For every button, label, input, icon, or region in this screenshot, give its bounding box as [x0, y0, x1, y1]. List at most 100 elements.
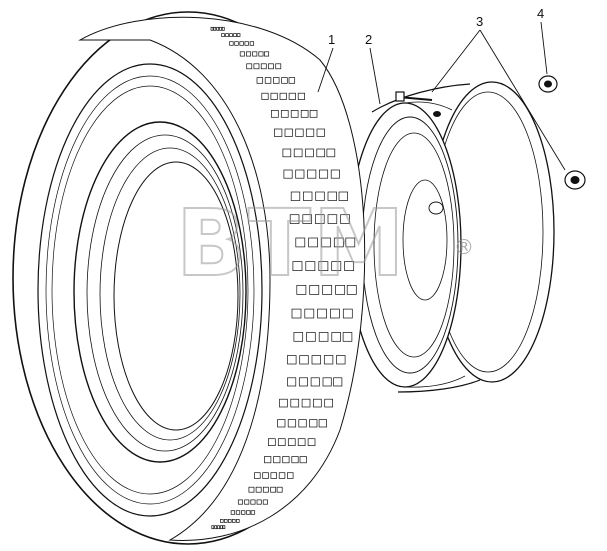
- tread-block: [273, 456, 281, 464]
- tread-block: [290, 191, 301, 201]
- tread-block: [295, 169, 305, 179]
- tread-block: [322, 377, 332, 387]
- tread-block: [246, 63, 253, 70]
- tread-block: [246, 51, 252, 57]
- tread-block: [229, 33, 233, 37]
- tread-block: [254, 472, 261, 479]
- tread-block: [281, 77, 288, 84]
- tread-block: [214, 525, 218, 530]
- tread-block: [287, 355, 297, 365]
- tread-block: [216, 26, 220, 31]
- tread-block: [261, 92, 269, 100]
- tread-block: [220, 525, 223, 530]
- tread-block: [274, 128, 283, 137]
- tread-block: [277, 419, 286, 428]
- tread-block: [262, 472, 269, 479]
- tread-block: [305, 128, 315, 137]
- callout-2: 2: [365, 32, 372, 47]
- tread-block: [315, 191, 325, 201]
- tread-block: [255, 486, 262, 493]
- tread-block: [295, 237, 306, 248]
- tread-block: [250, 510, 256, 515]
- tread-block: [228, 519, 232, 523]
- tread-block: [291, 308, 302, 319]
- tread-block: [288, 77, 296, 84]
- tread-block: [298, 377, 308, 387]
- tread-block: [302, 214, 312, 224]
- tread-block: [316, 148, 326, 158]
- wheel-rim: [348, 81, 555, 393]
- tread-block: [221, 33, 225, 37]
- tread-block: [318, 261, 329, 271]
- tread-block: [283, 169, 293, 179]
- tread-block: [235, 510, 241, 515]
- tread-block: [290, 398, 300, 408]
- tread-block: [224, 519, 228, 523]
- tread-block: [258, 51, 264, 57]
- tread-block: [275, 63, 282, 70]
- callout-3: 3: [476, 14, 483, 29]
- tread-block: [318, 332, 329, 342]
- tread-block: [287, 377, 297, 387]
- tread-block: [342, 308, 353, 319]
- tread-block: [324, 398, 333, 408]
- tread-block: [290, 110, 299, 118]
- tread-block: [313, 398, 322, 408]
- tread-block: [319, 169, 329, 179]
- tread-block: [246, 510, 251, 515]
- tread-block: [282, 148, 292, 158]
- tread-block: [280, 110, 289, 118]
- tread-block: [346, 285, 357, 295]
- tread-block: [335, 285, 346, 295]
- tread-block: [338, 191, 348, 201]
- callout-4: 4: [537, 6, 544, 21]
- tread-block: [292, 261, 303, 271]
- tread-block: [289, 214, 300, 224]
- tread-block: [307, 438, 316, 446]
- tread-block: [296, 285, 307, 295]
- tread-block: [271, 110, 279, 118]
- tread-block: [306, 332, 316, 342]
- tread-block: [270, 486, 277, 493]
- wheel-nut-lower: [564, 170, 586, 190]
- tread-block: [304, 308, 315, 319]
- tread-block: [239, 51, 245, 57]
- tread-block: [323, 355, 334, 365]
- tread-block: [303, 191, 313, 201]
- valve-stem: [395, 91, 433, 102]
- tread-block: [287, 419, 297, 428]
- tread-block: [297, 438, 306, 446]
- tread-block: [315, 214, 325, 224]
- registered-mark: ®: [454, 235, 474, 259]
- tread-block: [317, 308, 327, 319]
- tread-block: [220, 519, 224, 523]
- tread-block: [276, 486, 283, 493]
- tread-block: [273, 77, 280, 84]
- tread-block: [305, 261, 316, 271]
- tread-block: [241, 510, 246, 515]
- tread-block: [264, 51, 270, 57]
- tread-block: [331, 261, 342, 271]
- tread-block: [295, 128, 304, 137]
- tread-block: [256, 499, 262, 505]
- tread-block: [232, 519, 236, 523]
- tread-block: [236, 519, 240, 523]
- tread-block: [330, 169, 340, 179]
- tread-block: [262, 486, 269, 493]
- tread-block: [299, 456, 307, 464]
- tread-block: [270, 92, 278, 100]
- tread-block: [233, 33, 237, 37]
- tread-block: [221, 26, 225, 31]
- tread-block: [244, 41, 249, 46]
- tread-block: [277, 438, 286, 446]
- tread-block: [297, 92, 305, 100]
- tread-block: [316, 128, 325, 137]
- tread-block: [244, 499, 250, 505]
- tread-block: [236, 33, 241, 37]
- tread-block: [309, 285, 320, 295]
- tread-block: [322, 285, 333, 295]
- tread-block: [293, 332, 304, 342]
- tread-block: [287, 438, 296, 446]
- tread-block: [307, 169, 317, 179]
